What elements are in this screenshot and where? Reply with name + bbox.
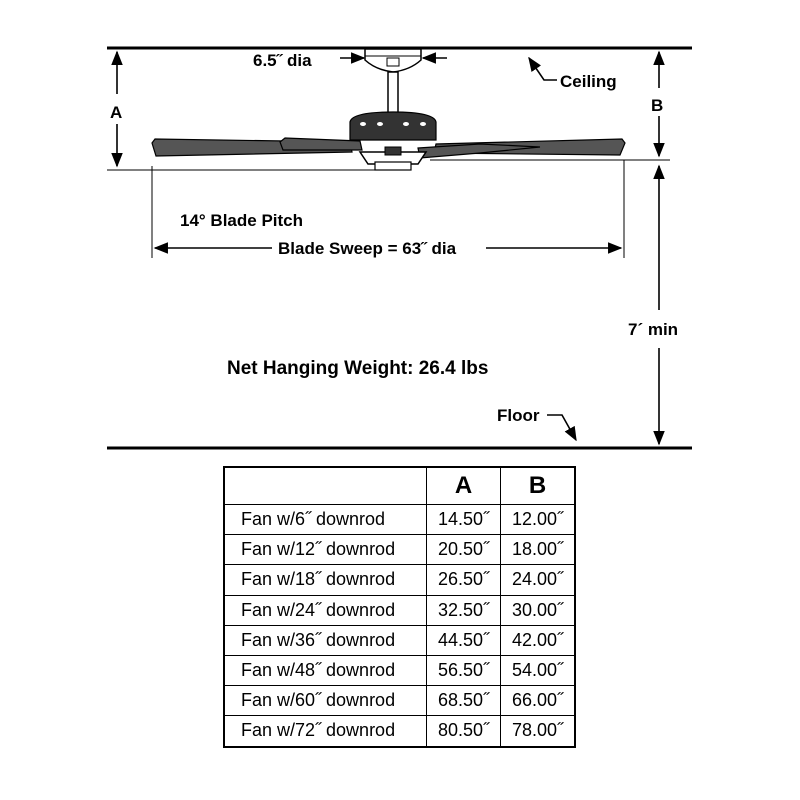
row-a-value: 20.50˝	[426, 534, 501, 566]
ceiling-label: Ceiling	[560, 72, 617, 91]
floor-label: Floor	[497, 406, 540, 425]
row-name: Fan w/18˝ downrod	[223, 564, 427, 596]
table-row: Fan w/6˝ downrod 14.50˝ 12.00˝	[223, 503, 576, 536]
table-header-a: A	[426, 466, 501, 505]
row-b-value: 24.00˝	[500, 564, 576, 596]
blade-pitch-label: 14° Blade Pitch	[180, 211, 303, 230]
row-a-value: 80.50˝	[426, 715, 501, 747]
canopy-dia-label: 6.5˝ dia	[253, 51, 312, 70]
table-row: Fan w/18˝ downrod 26.50˝ 24.00˝	[223, 564, 576, 596]
fan-downrod	[387, 71, 399, 115]
row-name: Fan w/24˝ downrod	[223, 594, 427, 626]
row-a-value: 14.50˝	[426, 503, 501, 536]
fan-dimension-diagram: 6.5˝ dia Ceiling A B 7´ min Blade Sweep …	[107, 46, 692, 450]
table-row: Fan w/24˝ downrod 32.50˝ 30.00˝	[223, 594, 576, 626]
row-b-value: 42.00˝	[500, 624, 576, 656]
row-name: Fan w/6˝ downrod	[223, 503, 427, 536]
row-name: Fan w/60˝ downrod	[223, 685, 427, 717]
blade-sweep-label: Blade Sweep = 63˝ dia	[278, 239, 457, 258]
row-a-value: 56.50˝	[426, 654, 501, 687]
row-name: Fan w/12˝ downrod	[223, 534, 427, 566]
min-height-label: 7´ min	[628, 320, 678, 339]
row-b-value: 30.00˝	[500, 594, 576, 626]
row-a-value: 26.50˝	[426, 564, 501, 596]
table-row: Fan w/48˝ downrod 56.50˝ 54.00˝	[223, 654, 576, 687]
fan-illustration	[151, 48, 626, 171]
fan-blade	[279, 137, 363, 151]
table-header-row: A B	[223, 466, 576, 505]
table-row: Fan w/12˝ downrod 20.50˝ 18.00˝	[223, 534, 576, 566]
downrod-dimension-table: A B Fan w/6˝ downrod 14.50˝ 12.00˝ Fan w…	[223, 466, 576, 748]
row-b-value: 54.00˝	[500, 654, 576, 687]
dim-a-label: A	[110, 103, 122, 122]
table-row: Fan w/72˝ downrod 80.50˝ 78.00˝	[223, 715, 576, 747]
row-a-value: 32.50˝	[426, 594, 501, 626]
table-row: Fan w/60˝ downrod 68.50˝ 66.00˝	[223, 685, 576, 717]
row-a-value: 68.50˝	[426, 685, 501, 717]
row-name: Fan w/36˝ downrod	[223, 624, 427, 656]
row-b-value: 12.00˝	[500, 503, 576, 536]
row-name: Fan w/72˝ downrod	[223, 715, 427, 747]
table-row: Fan w/36˝ downrod 44.50˝ 42.00˝	[223, 624, 576, 656]
row-name: Fan w/48˝ downrod	[223, 654, 427, 687]
net-weight-label: Net Hanging Weight: 26.4 lbs	[227, 358, 488, 379]
table-header-corner	[223, 466, 427, 505]
row-a-value: 44.50˝	[426, 624, 501, 656]
table-header-b: B	[500, 466, 576, 505]
row-b-value: 18.00˝	[500, 534, 576, 566]
fan-motor-housing	[349, 111, 437, 141]
row-b-value: 78.00˝	[500, 715, 576, 747]
fan-switch-housing	[358, 151, 428, 165]
row-b-value: 66.00˝	[500, 685, 576, 717]
dim-b-label: B	[651, 96, 663, 115]
